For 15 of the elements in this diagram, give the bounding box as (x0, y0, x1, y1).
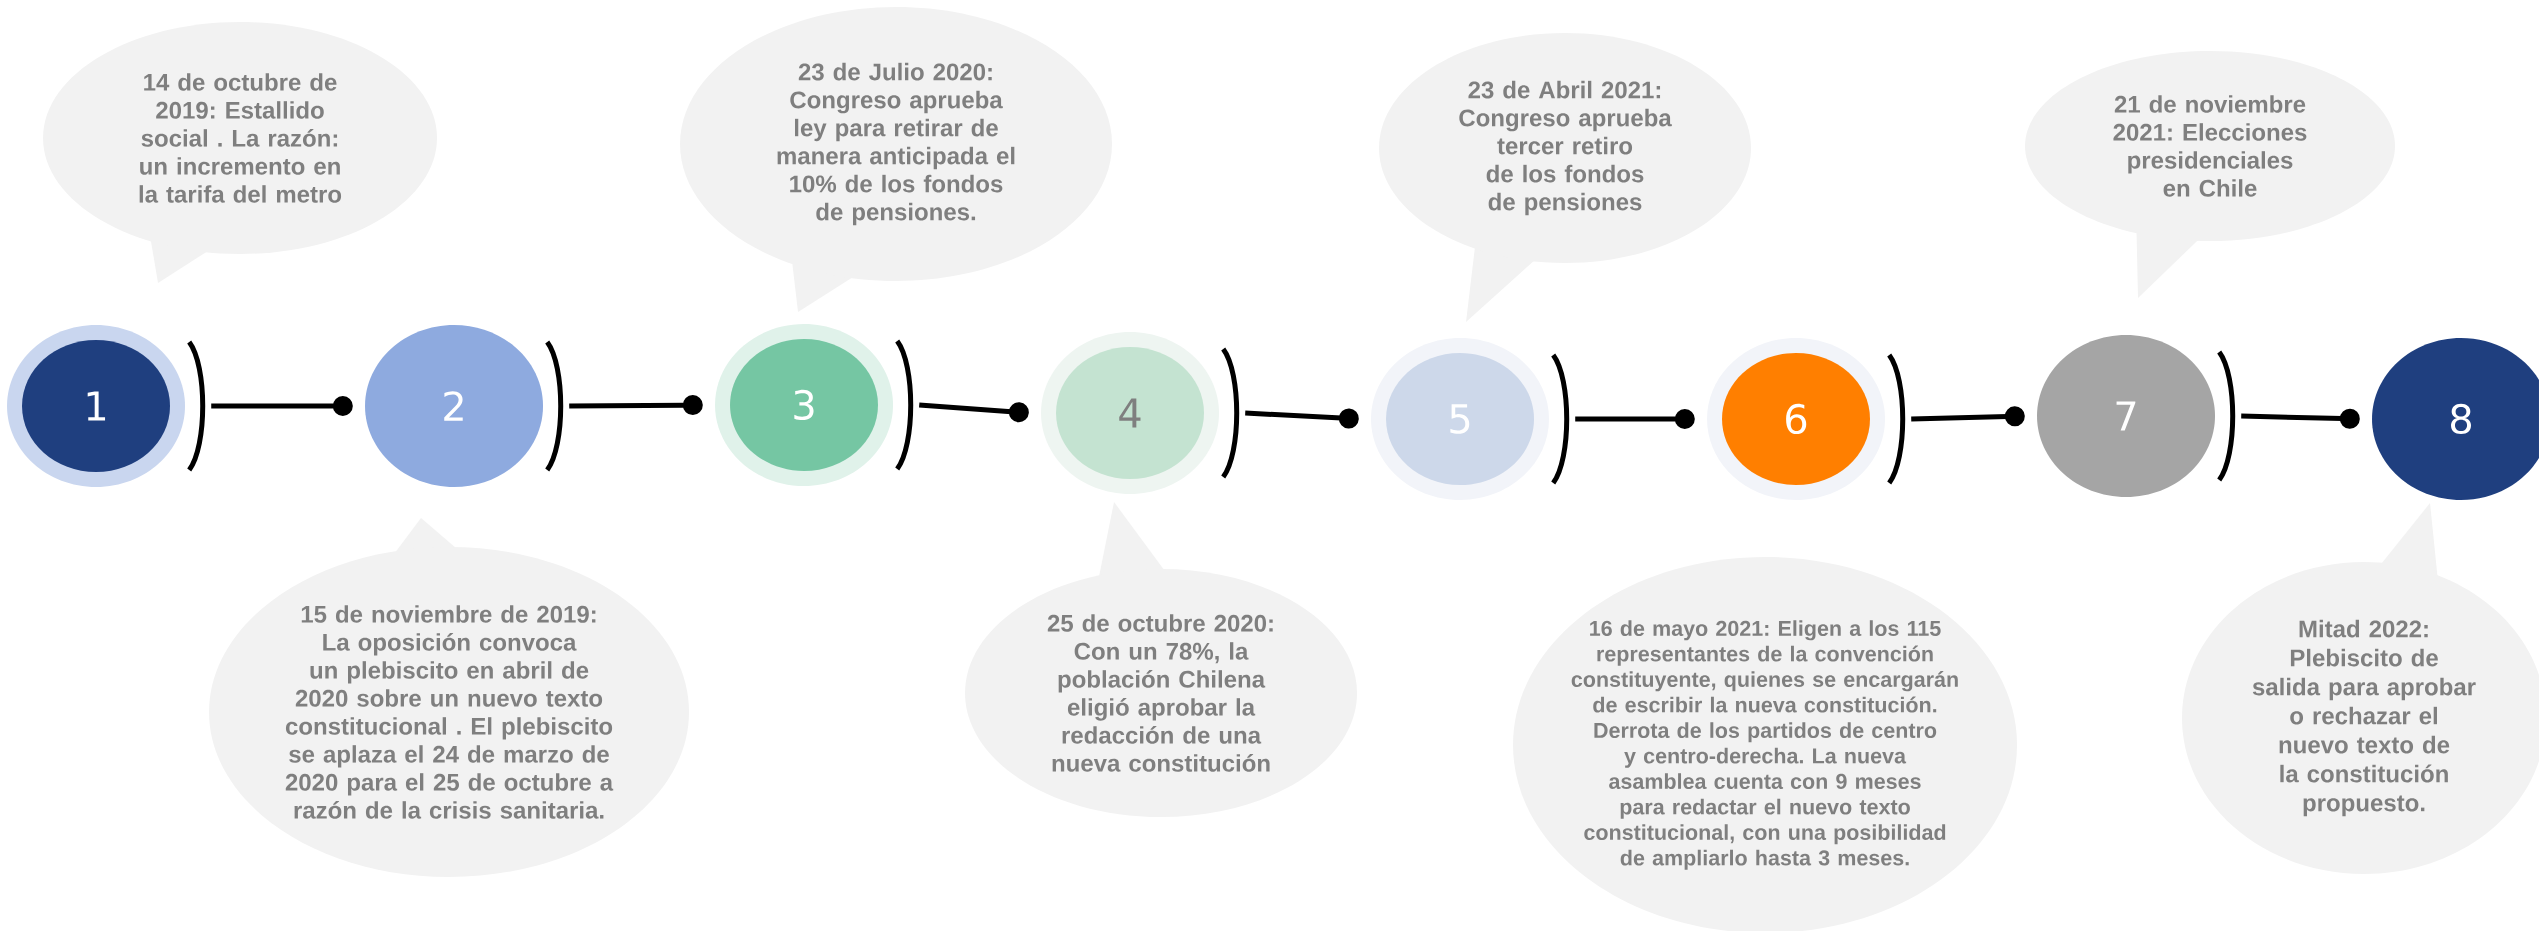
connector (1887, 353, 2025, 485)
speech-bubble: 14 de octubre de 2019: Estallido social . La razón: un incremento en la tarifa del metro (43, 22, 437, 283)
connector (2217, 350, 2360, 482)
speech-bubble: 16 de mayo 2021: Eligen a los 115 representantes de la convención constituyente, quienes se encargarán de escribir la nueva constitución. Derrota de los partidos de centro y centro-derecha. La nueva asamblea cuenta con 9 meses para redactar el nuevo texto constitucional, con una posibilidad de ampliarlo hasta 3 meses. (1513, 557, 2017, 931)
connector (187, 340, 353, 472)
connector (1551, 353, 1695, 485)
speech-bubble: 21 de noviembre 2021: Elecciones presidenciales en Chile (2025, 51, 2395, 298)
speech-bubble: 23 de Julio 2020: Congreso aprueba ley para retirar de manera anticipada el 10% de los fondos de pensiones. (680, 7, 1112, 312)
speech-bubble: 25 de octubre 2020: Con un 78%, la población Chilena eligió aprobar la redacción de una nueva constitución (965, 502, 1357, 817)
speech-bubble: 23 de Abril 2021: Congreso aprueba tercer retiro de los fondos de pensiones (1379, 33, 1751, 322)
connector (1221, 347, 1359, 479)
speech-bubble: Mitad 2022: Plebiscito de salida para aprobar o rechazar el nuevo texto de la constitución propuesto. (2182, 503, 2539, 874)
connector (545, 340, 703, 472)
speech-bubble: 15 de noviembre de 2019: La oposición convoca un plebiscito en abril de 2020 sobre un nuevo texto constitucional . El plebiscito se aplaza el 24 de marzo de 2020 para el 25 de octubre a razón de la crisis sanitaria. (209, 518, 689, 877)
connector (895, 339, 1029, 471)
